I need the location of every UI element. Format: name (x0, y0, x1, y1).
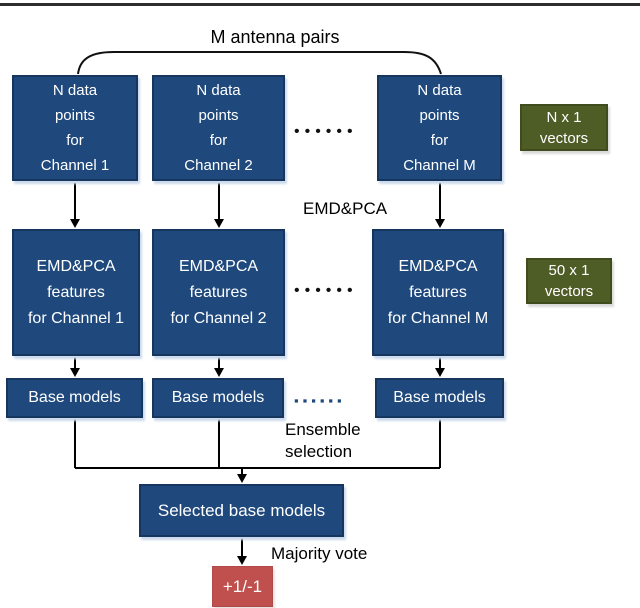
box-n-data-points-channel-m: N data points for Channel M (377, 75, 502, 181)
box-emdpca-features-channel-m: EMD&PCA features for Channel M (372, 229, 504, 356)
box-base-models-2: Base models (152, 378, 284, 418)
antenna-bracket-line (77, 51, 442, 75)
label-m-antenna-pairs: M antenna pairs (210, 27, 340, 47)
ellipsis-dots-row2: •••••• (294, 282, 358, 299)
ellipsis-dots-row3: ▪▪▪▪▪▪ (294, 393, 346, 408)
label-majority-vote: Majority vote (271, 544, 368, 563)
box-n-data-points-channel-2: N data points for Channel 2 (152, 75, 285, 181)
box-selected-base-models: Selected base models (139, 484, 344, 537)
box-base-models-1: Base models (6, 378, 143, 418)
ensemble-converge-lines (74, 417, 441, 469)
box-emdpca-features-channel-1: EMD&PCA features for Channel 1 (12, 229, 140, 356)
box-n-data-points-channel-1: N data points for Channel 1 (12, 75, 138, 181)
box-emdpca-features-channel-2: EMD&PCA features for Channel 2 (152, 229, 285, 356)
figure-top-rule (0, 3, 640, 6)
label-ensemble-selection: Ensemble selection (285, 420, 361, 461)
note-n-x-1-vectors: N x 1 vectors (520, 104, 608, 151)
ellipsis-dots-row1: •••••• (294, 123, 358, 140)
note-50-x-1-vectors: 50 x 1 vectors (526, 258, 612, 304)
label-emd-pca: EMD&PCA (303, 199, 388, 218)
box-base-models-m: Base models (375, 378, 504, 418)
box-output-plus1-minus1: +1/-1 (212, 566, 273, 607)
